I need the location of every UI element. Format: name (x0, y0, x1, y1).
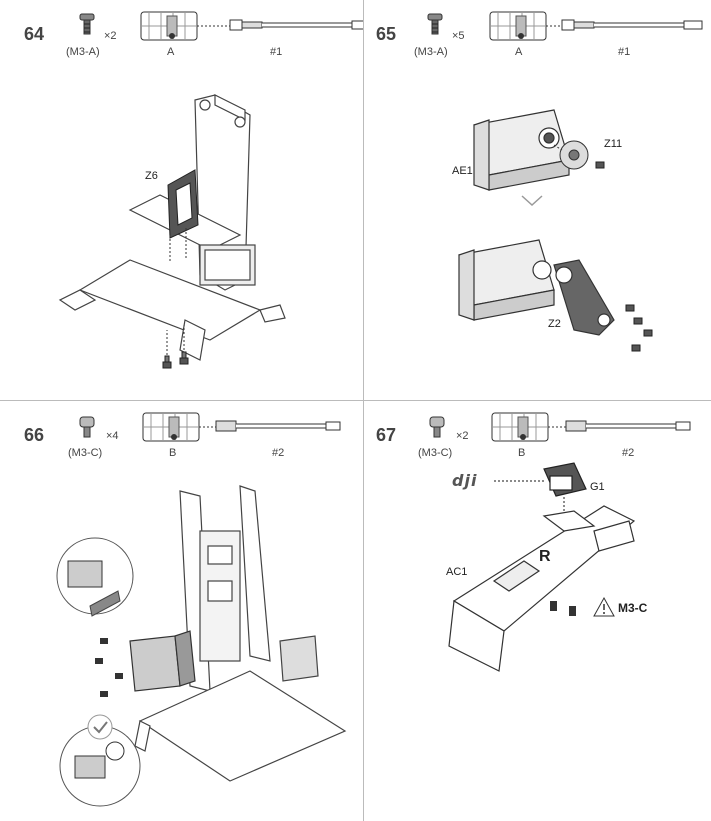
step-number: 67 (376, 425, 397, 445)
frame-assembly (134, 485, 347, 782)
screw-icon (79, 416, 95, 438)
tool-label: A (167, 46, 175, 58)
step-64-parts-svg (58, 11, 363, 369)
step-number: 66 (24, 425, 45, 445)
screw-icon (162, 355, 172, 369)
servo-z2-assembly (458, 239, 615, 336)
screw-icon (115, 673, 123, 679)
screw-type: (M3-A) (66, 46, 100, 58)
screw-qty: ×2 (104, 30, 117, 42)
screw-type: (M3-C) (68, 447, 103, 459)
tool-icon (491, 412, 549, 442)
dji-logo: dji (452, 471, 478, 490)
cable-icon (565, 420, 691, 432)
screw-icon (631, 344, 641, 352)
part-label-z2: Z2 (548, 318, 561, 330)
screw-type: (M3-C) (418, 447, 453, 459)
horizontal-divider (0, 400, 711, 401)
cable-label: #1 (618, 46, 631, 58)
z6-part (167, 169, 199, 262)
screw-icon (179, 351, 189, 365)
arrow-icon (89, 590, 121, 617)
screw-icon (427, 13, 443, 35)
cable-label: #1 (270, 46, 283, 58)
screw-icon (429, 416, 445, 438)
screw-qty: ×4 (106, 430, 119, 442)
screw-icon (595, 161, 605, 169)
frame-assembly (58, 94, 286, 361)
screw-icon (625, 304, 635, 312)
camera-g1 (494, 462, 587, 521)
svg-text:R: R (539, 548, 551, 565)
screw-icon (100, 691, 108, 697)
servo-ae1 (473, 109, 570, 191)
step-66-panel: 66 (0, 401, 363, 821)
screw-icon (633, 317, 643, 325)
part-label-z6: Z6 (145, 170, 158, 182)
cable-label: #2 (622, 447, 635, 459)
step-number: 65 (376, 24, 397, 44)
step-64-panel: 64 (0, 0, 363, 400)
screw-icon (95, 658, 103, 664)
screw-type: (M3-A) (414, 46, 448, 58)
cable-label: #2 (272, 447, 285, 459)
tool-label: B (169, 447, 177, 459)
part-label-z11: Z11 (604, 138, 623, 150)
tool-icon (142, 412, 200, 442)
check-icon (87, 714, 113, 740)
step-66-parts-svg (56, 412, 347, 807)
step-number: 64 (24, 24, 45, 44)
cable-icon (561, 19, 703, 31)
screw-icon (79, 13, 95, 35)
step-67-parts-svg: R (429, 412, 691, 672)
horn-z11 (553, 140, 589, 170)
detail-circle-bottom (59, 725, 141, 807)
step-65-parts-svg (427, 11, 703, 352)
tool-icon (489, 11, 547, 41)
warning-icon (593, 596, 615, 617)
screw-icon (100, 638, 108, 644)
vertical-divider (363, 0, 364, 821)
screw-qty: ×2 (456, 430, 469, 442)
part-label-g1: G1 (590, 481, 605, 493)
tool-icon (140, 11, 198, 41)
part-label-ac1: AC1 (446, 566, 468, 578)
step-67-panel: 67 (364, 401, 711, 821)
screw-icon (550, 601, 557, 611)
cable-icon (229, 19, 363, 31)
chevron-down-icon (521, 195, 543, 207)
screw-icon (569, 606, 576, 616)
step-65-panel: 65 (364, 0, 711, 400)
tool-label: B (518, 447, 526, 459)
warning-label: M3-C (618, 601, 648, 615)
servo-part (129, 630, 196, 692)
screw-icon (643, 329, 653, 337)
part-label-ae1: AE1 (452, 165, 473, 177)
screw-qty: ×5 (452, 30, 465, 42)
tool-label: A (515, 46, 523, 58)
detail-circle-top (56, 537, 134, 617)
bracket-ac1: R (448, 505, 636, 672)
cable-icon (215, 420, 341, 432)
